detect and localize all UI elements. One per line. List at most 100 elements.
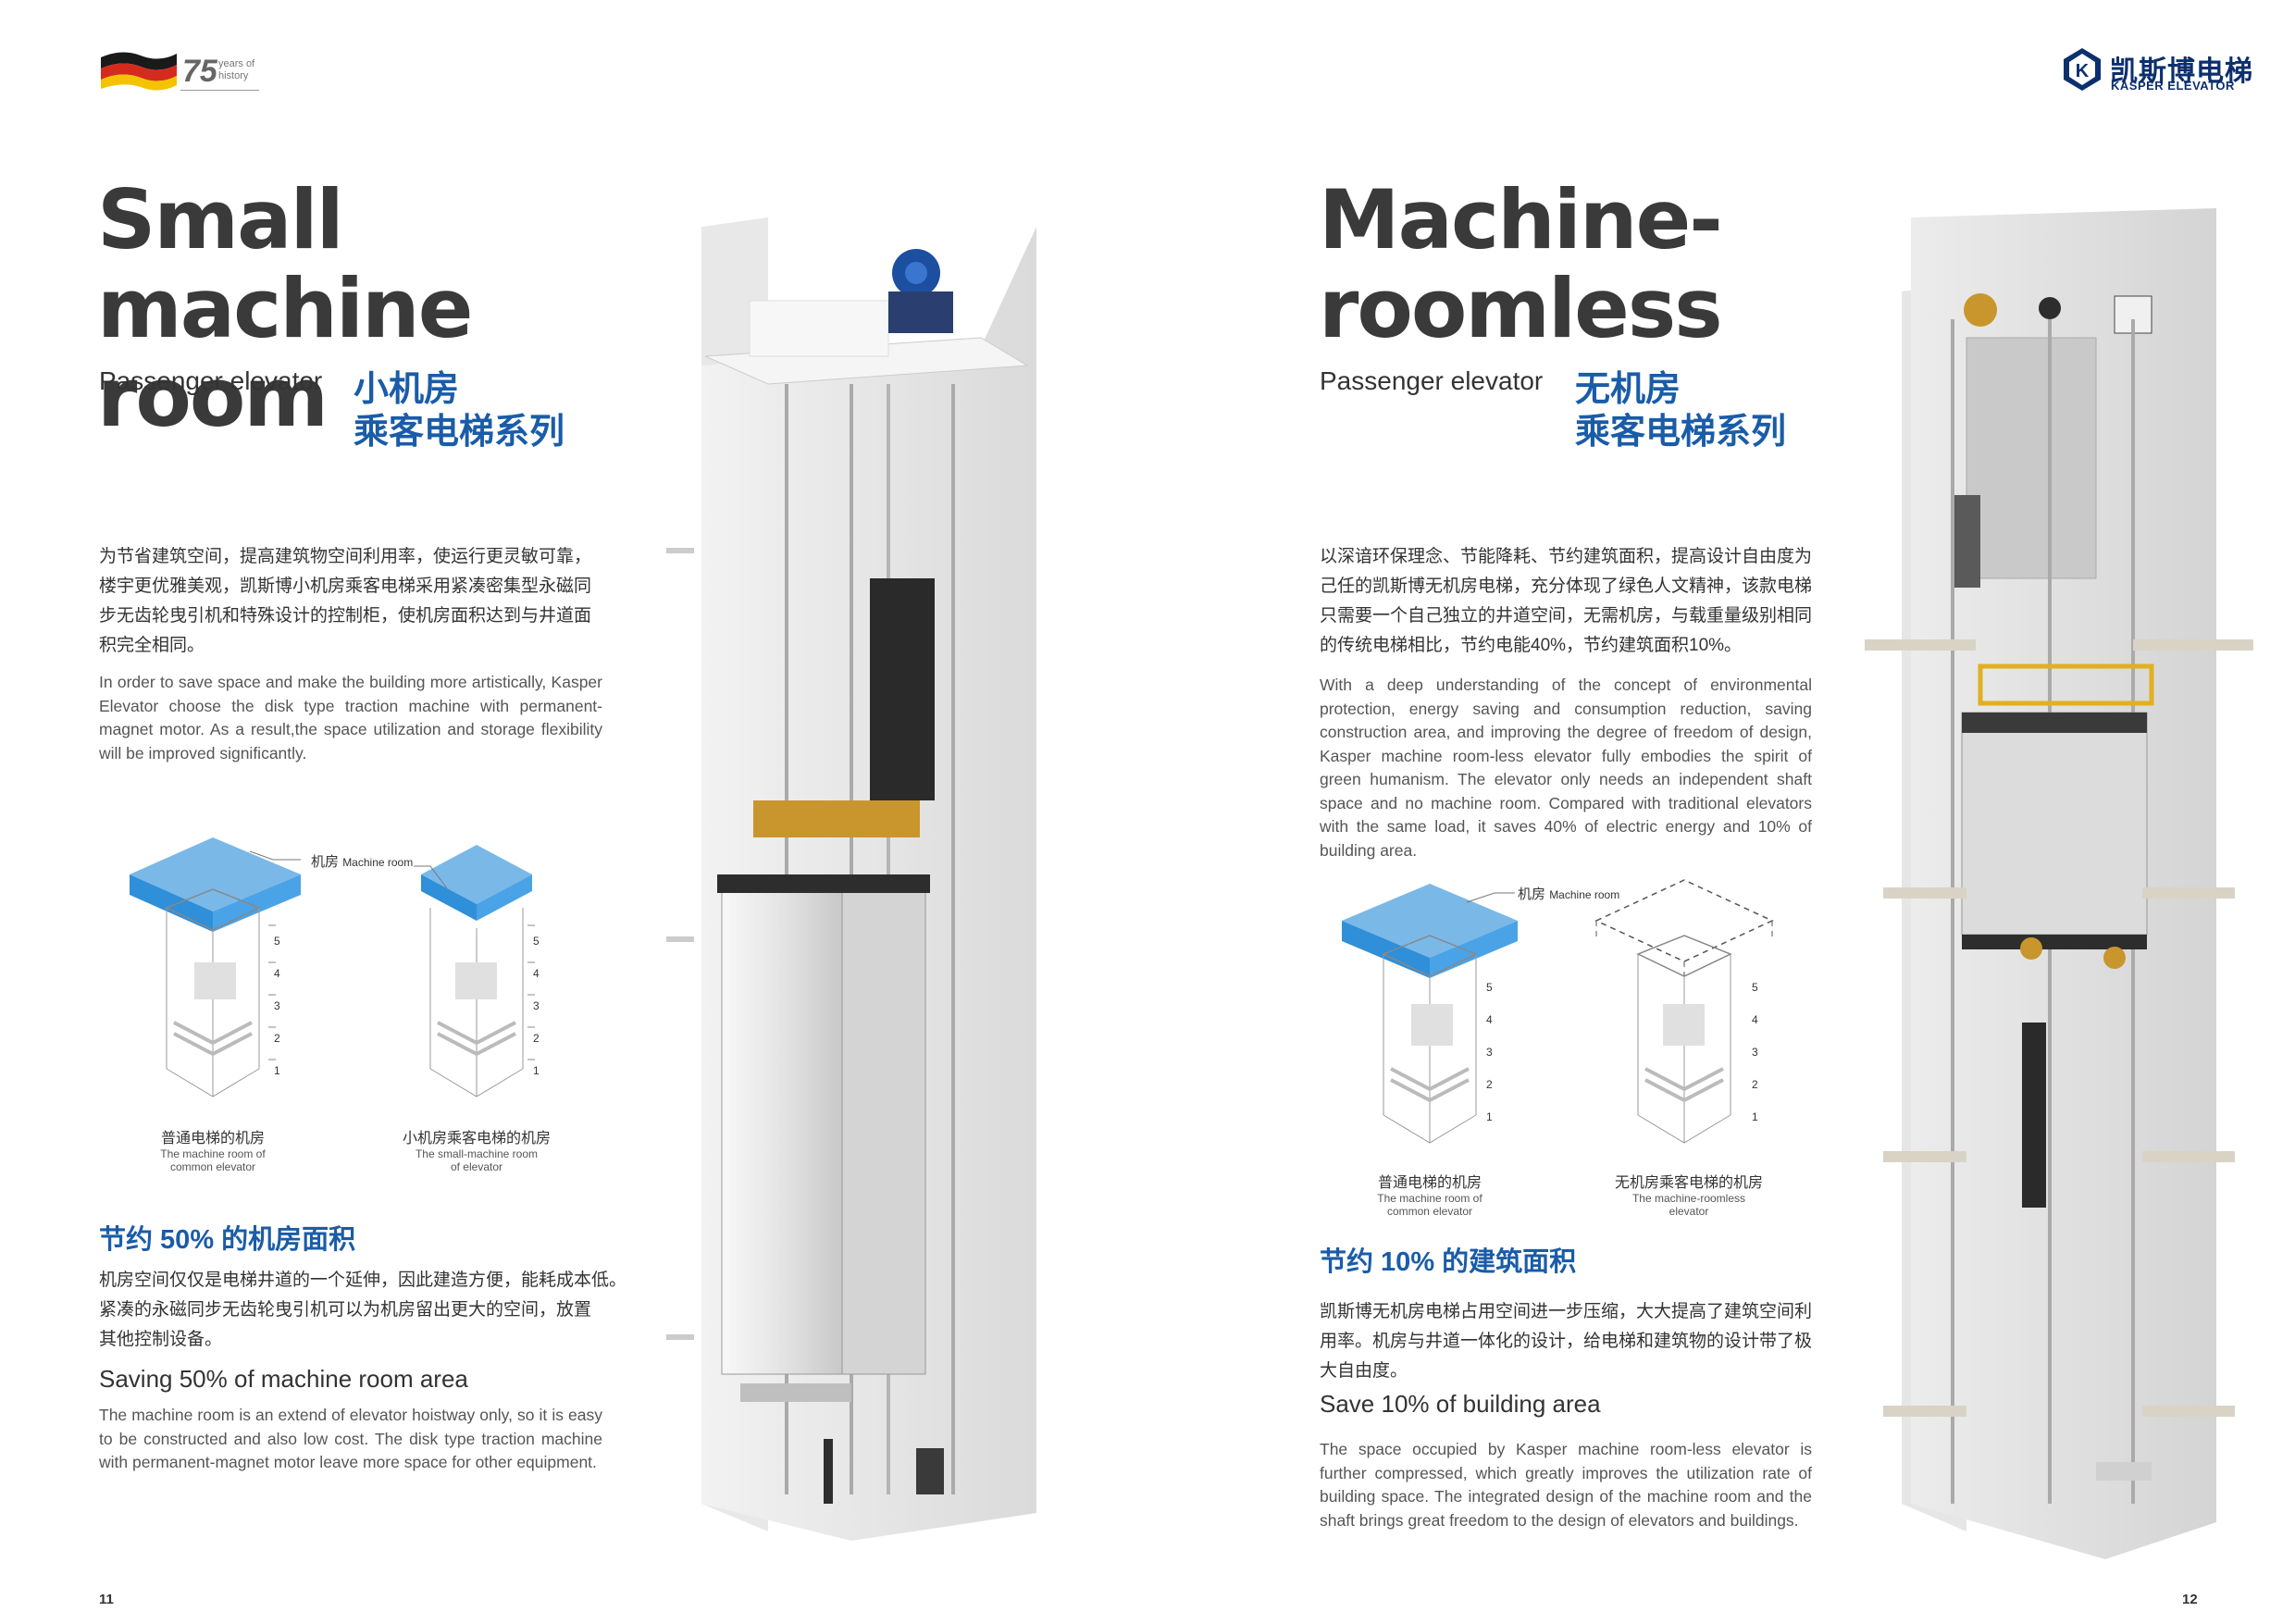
right-title-line1: Machine- <box>1319 172 1723 267</box>
machine-room-label-cn: 机房 <box>1518 886 1546 902</box>
left-subtitle-cn-line2: 乘客电梯系列 <box>354 413 565 452</box>
left-subtitle-cn-line1: 小机房 <box>354 370 460 409</box>
common-elevator-building-diagram <box>130 837 301 1097</box>
left-subtitle-cn: 小机房 乘客电梯系列 <box>354 368 564 453</box>
floor-number: 1 <box>1752 1110 1758 1123</box>
caption-cn: 普通电梯的机房 <box>1377 1175 1482 1191</box>
svg-text:K: K <box>2076 61 2090 81</box>
caption-en-line2: common elevator <box>1386 1205 1473 1218</box>
right-floor-numbers-2: 5 4 3 2 1 <box>1752 972 1758 1134</box>
right-intro-cn-line: 只需要一个自己独立的井道空间，无需机房，与载重量级别相同 <box>1320 606 1813 626</box>
right-intro-en: With a deep understanding of the concept… <box>1320 676 1812 860</box>
left-section-heading-cn: 节约 50% 的机房面积 <box>99 1225 356 1255</box>
right-section-cn-line: 用率。机房与井道一体化的设计，给电梯和建筑物的设计带了极 <box>1320 1332 1813 1351</box>
left-title-line2: machine room <box>97 261 473 445</box>
caption-cn: 普通电梯的机房 <box>160 1131 265 1147</box>
right-section-heading-en: Save 10% of building area <box>1320 1390 1601 1418</box>
floor-number: 2 <box>533 1032 540 1045</box>
right-machine-room-comparison-diagram <box>1342 879 1774 1144</box>
right-subtitle-cn-line2: 乘客电梯系列 <box>1575 413 1787 452</box>
left-floor-numbers-2: 5 4 3 2 1 <box>533 925 540 1087</box>
history-underline <box>180 90 259 91</box>
left-intro-cn-line: 为节省建筑空间，提高建筑物空间利用率，使运行更灵敏可靠， <box>99 547 592 566</box>
left-section-body-cn: 机房空间仅仅是电梯井道的一个延伸，因此建造方便，能耗成本低。 紧凑的永磁同步无齿… <box>99 1266 636 1355</box>
right-intro-cn: 以深谙环保理念、节能降耗、节约建筑面积，提高设计自由度为 己任的凯斯博无机房电梯… <box>1320 542 1838 661</box>
machine-roomless-building-diagram <box>1594 879 1774 1144</box>
caption-en-line1: The small-machine room <box>415 1147 539 1160</box>
left-intro-cn: 为节省建筑空间，提高建筑物空间利用率，使运行更灵敏可靠， 楼宇更优雅美观，凯斯博… <box>99 542 617 661</box>
floor-number: 1 <box>274 1064 280 1077</box>
floor-number: 3 <box>274 999 280 1012</box>
floor-number: 5 <box>274 935 280 948</box>
floor-number: 4 <box>1752 1013 1758 1026</box>
left-intro-cn-line: 楼宇更优雅美观，凯斯博小机房乘客电梯采用紧凑密集型永磁同 <box>99 576 592 596</box>
left-section-cn-line: 紧凑的永磁同步无齿轮曳引机可以为机房留出更大的空间，放置 <box>99 1300 592 1320</box>
logo-english-name: KASPER ELEVATOR <box>2111 79 2235 93</box>
left-floor-numbers-1: 5 4 3 2 1 <box>274 925 280 1087</box>
machine-room-label-cn: 机房 <box>311 854 340 870</box>
machine-room-label-en: Machine room <box>1549 888 1620 901</box>
floor-number: 2 <box>1752 1078 1758 1091</box>
machine-roomless-elevator-shaft-illustration <box>1865 208 2253 1559</box>
right-caption-common: 普通电梯的机房 The machine room of common eleva… <box>1337 1170 1522 1218</box>
left-caption-small-room: 小机房乘客电梯的机房 The small-machine room of ele… <box>379 1125 574 1173</box>
caption-en-line1: The machine room of <box>1377 1192 1482 1205</box>
machine-room-label-en: Machine room <box>342 856 414 869</box>
history-years-number: 75 <box>182 54 217 89</box>
left-intro-cn-line: 积完全相同。 <box>99 636 205 655</box>
floor-number: 4 <box>533 967 540 980</box>
left-section-cn-line: 其他控制设备。 <box>99 1330 223 1349</box>
right-intro-cn-line: 的传统电梯相比，节约电能40%，节约建筑面积10%。 <box>1320 636 1743 655</box>
caption-en-line2: common elevator <box>169 1160 256 1173</box>
left-machine-room-label: 机房 Machine room <box>311 851 413 871</box>
right-section-cn-line: 大自由度。 <box>1320 1361 1408 1381</box>
left-section-heading-en: Saving 50% of machine room area <box>99 1365 468 1393</box>
right-section-cn-line: 凯斯博无机房电梯占用空间进一步压缩，大大提高了建筑空间利 <box>1320 1302 1813 1321</box>
floor-number: 4 <box>274 967 280 980</box>
germany-flag-icon <box>101 52 177 91</box>
left-section-body-en: The machine room is an extend of elevato… <box>99 1406 602 1471</box>
right-machine-room-label: 机房 Machine room <box>1518 884 1619 903</box>
right-caption-roomless: 无机房乘客电梯的机房 The machine-roomless elevator <box>1587 1170 1791 1218</box>
right-subtitle-cn-line1: 无机房 <box>1575 370 1681 409</box>
caption-en-line2: of elevator <box>450 1160 503 1173</box>
right-title-line2: roomless <box>1319 261 1723 356</box>
floor-number: 1 <box>533 1064 540 1077</box>
left-subtitle-en: Passenger elevator <box>99 366 323 395</box>
small-machine-room-building-diagram <box>421 845 535 1097</box>
right-subtitle-en: Passenger elevator <box>1320 366 1544 395</box>
caption-cn: 无机房乘客电梯的机房 <box>1614 1175 1763 1191</box>
left-intro-cn-line: 步无齿轮曳引机和特殊设计的控制柜，使机房面积达到与井道面 <box>99 606 592 626</box>
floor-number: 2 <box>1486 1078 1493 1091</box>
right-subtitle-cn: 无机房 乘客电梯系列 <box>1575 368 1786 453</box>
left-caption-common: 普通电梯的机房 The machine room of common eleva… <box>120 1125 305 1173</box>
left-section-cn-line: 机房空间仅仅是电梯井道的一个延伸，因此建造方便，能耗成本低。 <box>99 1271 627 1290</box>
left-page-number: 11 <box>99 1592 114 1607</box>
caption-en-line1: The machine room of <box>160 1147 266 1160</box>
caption-cn: 小机房乘客电梯的机房 <box>402 1131 551 1147</box>
floor-number: 3 <box>1752 1046 1758 1059</box>
floor-number: 5 <box>533 935 540 948</box>
floor-number: 4 <box>1486 1013 1493 1026</box>
logo-chinese-name: 凯斯博电梯 <box>2110 56 2253 87</box>
left-title-line1: Small <box>97 172 344 267</box>
left-page-title: Small machine room <box>97 176 689 442</box>
left-intro-en: In order to save space and make the buil… <box>99 673 602 762</box>
floor-number: 5 <box>1486 981 1493 994</box>
right-section-body-cn: 凯斯博无机房电梯占用空间进一步压缩，大大提高了建筑空间利 用率。机房与井道一体化… <box>1320 1297 1838 1386</box>
machine-room-pointer-line <box>414 865 448 889</box>
right-intro-cn-line: 以深谙环保理念、节能降耗、节约建筑面积，提高设计自由度为 <box>1320 547 1813 566</box>
floor-number: 3 <box>533 999 540 1012</box>
common-elevator-building-diagram <box>1342 884 1518 1144</box>
floor-number: 2 <box>274 1032 280 1045</box>
right-page-title: Machine- roomless <box>1319 176 1837 353</box>
small-machine-room-elevator-shaft-illustration <box>666 217 1036 1541</box>
right-section-body-en: The space occupied by Kasper machine roo… <box>1320 1440 1812 1530</box>
caption-en-line2: elevator <box>1669 1205 1709 1218</box>
right-intro-cn-line: 己任的凯斯博无机房电梯，充分体现了绿色人文精神，该款电梯 <box>1320 576 1813 596</box>
right-section-heading-cn: 节约 10% 的建筑面积 <box>1320 1247 1577 1277</box>
floor-number: 5 <box>1752 981 1758 994</box>
left-machine-room-comparison-diagram <box>130 837 535 1097</box>
right-page-number: 12 <box>2182 1592 2198 1607</box>
kasper-logo-icon: K <box>2064 48 2101 91</box>
